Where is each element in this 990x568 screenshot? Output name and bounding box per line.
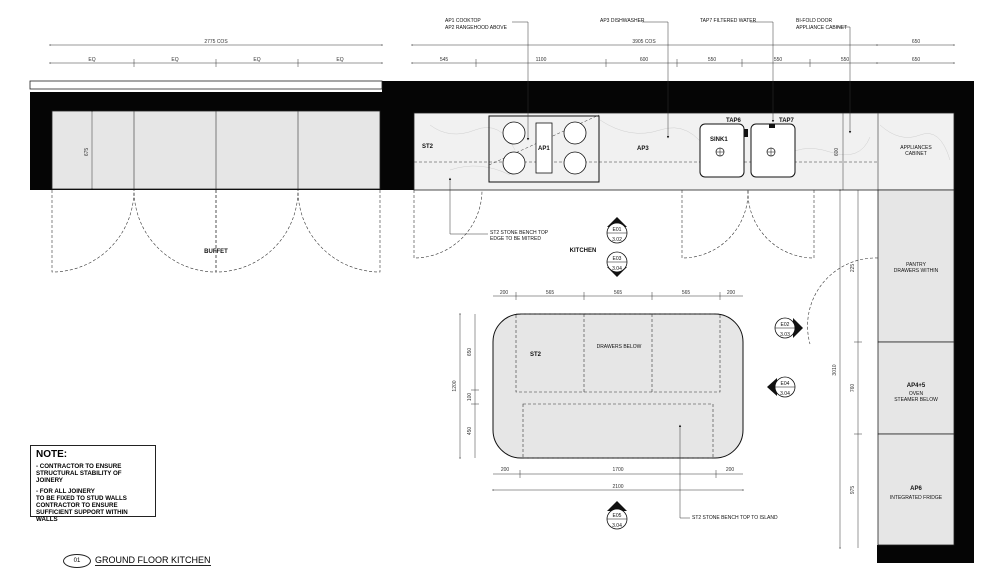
back-bench	[413, 112, 955, 191]
elevation-marker-e03[interactable]: E03 3.04	[606, 251, 628, 277]
label-integrated-fridge: INTEGRATED FRIDGE	[890, 495, 943, 501]
callout-filtered-water: TAP7 FILTERED WATER	[700, 18, 757, 24]
island	[492, 313, 744, 459]
dim-island-top: 565	[614, 290, 623, 296]
elevation-marker-e02[interactable]: E02 3.03	[774, 317, 803, 339]
cooktop	[488, 114, 600, 183]
dim-back-seg: 550	[774, 57, 783, 63]
dim-wall-depth: 600	[834, 148, 840, 157]
note-structural: - CONTRACTOR TO ENSURE STRUCTURAL STABIL…	[36, 463, 122, 484]
dim-island-top: 565	[682, 290, 691, 296]
buffet-dividers	[133, 111, 299, 189]
dim-island-top: 200	[500, 290, 509, 296]
label-kitchen: KITCHEN	[570, 248, 597, 254]
label-steamer: STEAMER BELOW	[894, 397, 938, 403]
dim-island-left: 100	[467, 393, 473, 402]
label-pantry: PANTRY	[906, 262, 926, 268]
tall-cabinets	[877, 189, 955, 546]
label-appliance-cabinet: APPLIANCES	[900, 145, 932, 151]
dim-back-seg: 545	[440, 57, 449, 63]
dim-back-seg: 550	[708, 57, 717, 63]
callout-cooktop: AP1 COOKTOP	[445, 18, 481, 24]
callout-dishwasher: AP3 DISHWASHER	[600, 18, 645, 24]
label-buffet: BUFFET	[204, 249, 228, 255]
note-title: NOTE:	[36, 449, 68, 460]
elevation-id: E05	[613, 513, 622, 519]
callout-appliance-cabinet: APPLIANCE CABINET	[796, 25, 847, 31]
dim-left-eq: EQ	[88, 57, 95, 63]
dim-left-eq: EQ	[336, 57, 343, 63]
label-tap7: TAP7	[779, 118, 795, 124]
window-sill	[29, 80, 383, 90]
elevation-sheet: 3.03	[780, 332, 790, 338]
callout-bench-edge: EDGE TO BE MITRED	[490, 236, 541, 242]
label-pantry-drawers: DRAWERS WITHIN	[894, 268, 939, 274]
label-st2-back: ST2	[422, 144, 434, 150]
dim-back-total: 3905 COS	[632, 39, 656, 45]
contractor-note: NOTE: - CONTRACTOR TO ENSURE STRUCTURAL …	[30, 445, 156, 523]
label-ap45: AP4+5	[907, 383, 926, 389]
door-swings	[51, 189, 879, 345]
label-oven: OVEN	[909, 391, 924, 397]
elevation-marker-e04[interactable]: E04 3.04	[767, 376, 796, 398]
dim-right-side: 975	[850, 486, 856, 495]
sink	[699, 123, 796, 178]
elevation-id: E01	[613, 227, 622, 233]
dim-island-total: 2100	[612, 484, 623, 490]
dim-right-total: 650	[912, 39, 921, 45]
dim-right-seg: 650	[912, 57, 921, 63]
elevation-sheet: 3.02	[612, 237, 622, 243]
dim-island-left: 1200	[452, 380, 458, 391]
elevation-id: E04	[781, 381, 790, 387]
dim-right-side: 3010	[832, 364, 838, 375]
dim-back-seg: 1100	[536, 57, 547, 63]
drawing-name: GROUND FLOOR KITCHEN	[95, 555, 211, 566]
elevation-sheet: 3.04	[612, 266, 622, 272]
label-ap1: AP1	[538, 146, 550, 152]
dim-island-top: 565	[546, 290, 555, 296]
dim-left-depth: 675	[84, 148, 90, 157]
dim-left-eq: EQ	[253, 57, 260, 63]
leader-lines	[448, 21, 852, 519]
label-sink1: SINK1	[710, 137, 728, 143]
elevation-sheet: 3.04	[612, 523, 622, 529]
callout-rangehood: AP2 RANGEHOOD ABOVE	[445, 25, 508, 31]
elevation-marker-e05[interactable]: E05 3.04	[606, 501, 628, 530]
label-tap6: TAP6	[726, 118, 742, 124]
elevation-sheet: 3.04	[780, 391, 790, 397]
dim-island-bottom: 200	[501, 467, 510, 473]
dim-island-top: 200	[727, 290, 736, 296]
callout-bifold: BI-FOLD DOOR	[796, 18, 833, 24]
callout-island-bench: ST2 STONE BENCH TOP TO ISLAND	[692, 515, 778, 521]
dim-right-side: 760	[850, 384, 856, 393]
dim-left-eq: EQ	[171, 57, 178, 63]
dim-right-side: 225	[850, 264, 856, 273]
label-st2-island: ST2	[530, 352, 542, 358]
label-appliance-cabinet: CABINET	[905, 151, 927, 157]
dim-back-seg: 550	[841, 57, 850, 63]
dim-island-left: 650	[467, 348, 473, 357]
elevation-marker-e01[interactable]: E01 3.02	[606, 217, 628, 244]
dim-island-left: 450	[467, 427, 473, 436]
dim-island-bottom: 1700	[612, 467, 623, 473]
dim-left-total: 2775 COS	[204, 39, 228, 45]
label-drawers-below: DRAWERS BELOW	[597, 344, 642, 350]
elevation-id: E02	[781, 322, 790, 328]
elevation-id: E03	[613, 256, 622, 262]
drawing-number: 01	[63, 554, 91, 568]
note-joinery: - FOR ALL JOINERY TO BE FIXED TO STUD WA…	[36, 488, 128, 523]
dimension-lines	[49, 44, 955, 549]
label-ap6: AP6	[910, 486, 922, 492]
dim-island-bottom: 200	[726, 467, 735, 473]
label-ap3: AP3	[637, 146, 649, 152]
callout-bench: ST2 STONE BENCH TOP	[490, 230, 549, 236]
dim-back-seg: 600	[640, 57, 649, 63]
